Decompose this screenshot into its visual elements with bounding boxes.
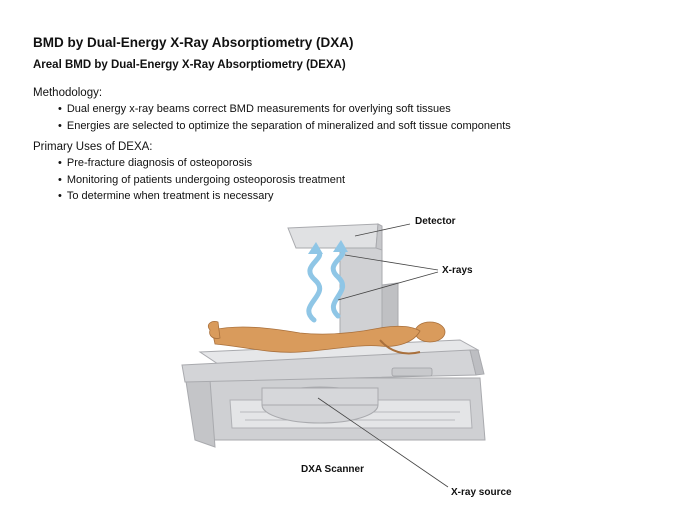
page-subtitle: Areal BMD by Dual-Energy X-Ray Absorptio… [33,59,346,71]
detector-label: Detector [415,216,456,227]
primary-uses-item: Pre-fracture diagnosis of osteoporosis [58,155,345,172]
patient-figure [207,321,446,355]
page-title: BMD by Dual-Energy X-Ray Absorptiometry … [33,35,354,50]
primary-uses-item: To determine when treatment is necessary [58,188,345,205]
methodology-item: Dual energy x-ray beams correct BMD meas… [58,101,511,118]
primary-uses-list: Pre-fracture diagnosis of osteoporosis M… [58,155,345,205]
methodology-item: Energies are selected to optimize the se… [58,118,511,135]
dxa-scanner-label: DXA Scanner [301,464,364,475]
xray-source-label: X-ray source [451,487,512,498]
xray-beams [306,240,348,323]
detector-arm [287,223,399,343]
primary-uses-item: Monitoring of patients undergoing osteop… [58,172,345,189]
xray-source-unit [261,386,379,424]
methodology-list: Dual energy x-ray beams correct BMD meas… [58,101,511,134]
methodology-heading: Methodology: [33,87,103,99]
primary-uses-heading: Primary Uses of DEXA: [33,141,153,153]
xrays-label: X-rays [442,265,473,276]
callout-lines [317,223,449,488]
